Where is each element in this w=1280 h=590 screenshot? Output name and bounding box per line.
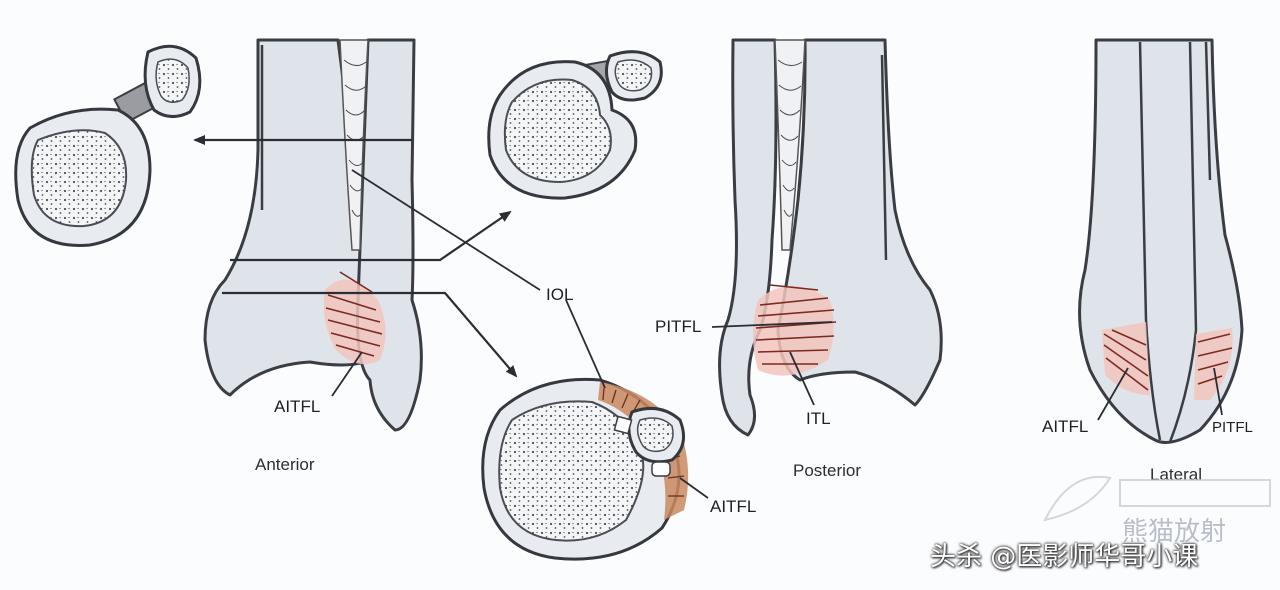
aitfl-anterior-fibers (325, 271, 383, 357)
credit-watermark: 头杀 @医影师华哥小课 (930, 542, 1199, 572)
watermark-leaf-icon (1043, 475, 1112, 522)
posterior-tibia-edge (880, 54, 888, 261)
label-itl: ITL (806, 409, 831, 428)
lateral-view (1078, 38, 1244, 444)
label-pitfl-center: PITFL (655, 317, 701, 336)
lateral-fibula-edge-back (1188, 41, 1198, 331)
lower-fibula-marrow (636, 417, 674, 453)
view-label-posterior: Posterior (793, 461, 861, 480)
lower-tibia-marrow (498, 400, 645, 542)
watermark-channel: 熊猫放射 (1122, 517, 1226, 547)
label-iol: IOL (546, 285, 573, 304)
view-label-lateral: Lateral (1150, 465, 1202, 484)
leader-iol-lower (565, 299, 606, 389)
lateral-tibia-edge (1204, 41, 1212, 181)
lower-gap-1 (613, 415, 633, 435)
label-pitfl-lateral: PITFL (1212, 419, 1253, 436)
iol-fibers-posterior (777, 59, 803, 217)
leader-pitfl (711, 321, 833, 328)
label-aitfl-cross: AITFL (710, 497, 756, 516)
lateral-malleolus (1144, 319, 1162, 441)
leader-aitfl-anterior (331, 351, 363, 397)
pitfl-posterior-band (753, 286, 834, 376)
tibia-section-marrow (30, 129, 128, 228)
cross-section-upper-center (487, 50, 663, 200)
posterior-fibula (718, 38, 778, 437)
view-label-anterior: Anterior (255, 455, 315, 474)
watermark-box-icon (1119, 479, 1271, 507)
tibia-section-center-marrow (503, 78, 612, 184)
cross-section-lower (481, 377, 689, 561)
anterior-view (193, 38, 518, 432)
pitfl-lateral-fibers (1197, 333, 1233, 385)
fibula-section-center-marrow (614, 59, 653, 92)
fibula-section-marrow (155, 58, 190, 103)
cross-section-upper-left (14, 44, 202, 247)
watermark-logo (1043, 475, 1271, 522)
lateral-fibula-edge-front (1138, 41, 1148, 321)
guide-line-middle (230, 210, 512, 262)
label-aitfl-anterior: AITFL (274, 397, 320, 416)
leader-iol-upper (351, 169, 541, 291)
interosseous-membrane-posterior (774, 39, 806, 251)
leader-lines (331, 169, 1223, 499)
leader-pitfl-lateral (1213, 367, 1223, 416)
leader-aitfl-lateral (1097, 367, 1129, 421)
label-aitfl-lateral: AITFL (1042, 417, 1088, 436)
posterior-view (718, 38, 943, 437)
guide-line-lower (222, 291, 518, 378)
anterior-fibula (356, 38, 423, 432)
aitfl-lateral-fibers (1103, 329, 1149, 391)
leader-aitfl-cross (679, 477, 709, 499)
interosseous-membrane-anterior (339, 39, 369, 251)
lower-gap-2 (651, 461, 671, 477)
lateral-malleolus-back (1168, 329, 1198, 443)
leader-itl (789, 351, 815, 406)
